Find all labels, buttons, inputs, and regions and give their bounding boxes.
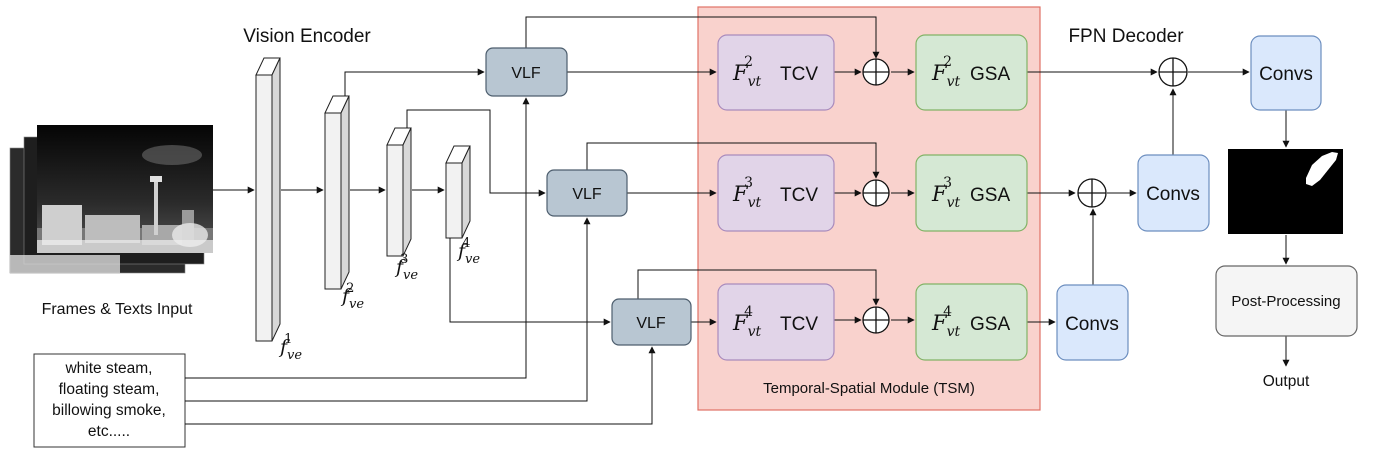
vlf-label-1: VLF: [511, 65, 541, 82]
vlf-label-3: VLF: [636, 315, 666, 332]
feature-label-2: fve2: [340, 281, 364, 312]
encoder-block-3: [386, 127, 412, 257]
convs-box-bottom: Convs: [1056, 284, 1129, 361]
text-prompt-line-2: floating steam,: [59, 381, 160, 398]
gsa-label-3: GSA: [970, 314, 1010, 335]
gsa-box-2: Fvt3 GSA: [915, 154, 1028, 232]
gsa-box-1: Fvt2 GSA: [915, 34, 1028, 111]
tcv-box-2: Fvt3 TCV: [717, 154, 835, 232]
gsa-box-3: Fvt4 GSA: [915, 283, 1028, 361]
feature-label-3: fve3: [394, 252, 418, 283]
convs-label-middle: Convs: [1146, 184, 1200, 205]
post-processing-box: Post-Processing: [1215, 265, 1358, 337]
sum-node-1: [862, 58, 890, 86]
gsa-label-2: GSA: [970, 185, 1010, 206]
sum-node-3: [862, 306, 890, 334]
post-processing-label: Post-Processing: [1231, 293, 1340, 310]
frame-front: [10, 125, 213, 273]
svg-text:Fvt3: Fvt3: [931, 175, 960, 211]
connectors: [185, 16, 1290, 425]
encoder-block-4: [445, 145, 471, 239]
input-frames: [9, 125, 213, 274]
text-prompt-line-4: etc.....: [88, 423, 130, 440]
feature-label-4: fve4: [456, 236, 480, 267]
text-prompt-line-3: billowing smoke,: [52, 402, 166, 419]
vlf-box-2: VLF: [546, 169, 628, 217]
decoder-sum-node-2: [1077, 178, 1107, 208]
tcv-box-3: Fvt4 TCV: [717, 283, 835, 361]
svg-text:Fvt2: Fvt2: [931, 54, 960, 90]
decoder-sum-node-1: [1158, 57, 1188, 87]
tcv-label-2: TCV: [780, 185, 818, 206]
sum-node-2: [862, 179, 890, 207]
svg-text:Fvt3: Fvt3: [732, 175, 761, 211]
vlf-box-3: VLF: [611, 298, 692, 346]
text-prompt-line-1: white steam,: [64, 360, 152, 377]
input-caption: Frames & Texts Input: [42, 301, 193, 318]
convs-box-middle: Convs: [1137, 154, 1210, 232]
svg-text:Fvt2: Fvt2: [732, 54, 761, 90]
vlf-label-2: VLF: [572, 186, 602, 203]
tcv-box-1: Fvt2 TCV: [717, 34, 835, 111]
tcv-label-1: TCV: [780, 64, 818, 85]
encoder-block-1: [255, 57, 281, 342]
convs-box-top: Convs: [1250, 35, 1322, 111]
text-prompt-box: [33, 353, 186, 448]
feature-label-1: fve1: [278, 332, 302, 363]
tcv-label-3: TCV: [780, 314, 818, 335]
convs-label-top: Convs: [1259, 64, 1313, 85]
gsa-label-1: GSA: [970, 64, 1010, 85]
predicted-mask: [1228, 149, 1343, 234]
svg-text:Fvt4: Fvt4: [732, 304, 761, 340]
fpn-decoder-title: FPN Decoder: [1068, 26, 1184, 47]
vlf-box-1: VLF: [485, 47, 568, 97]
encoder-block-2: [324, 95, 350, 290]
convs-label-bottom: Convs: [1065, 314, 1119, 335]
vision-encoder-title: Vision Encoder: [243, 26, 371, 47]
output-label: Output: [1263, 373, 1310, 390]
svg-text:Fvt4: Fvt4: [931, 304, 960, 340]
tsm-caption: Temporal-Spatial Module (TSM): [763, 380, 975, 397]
